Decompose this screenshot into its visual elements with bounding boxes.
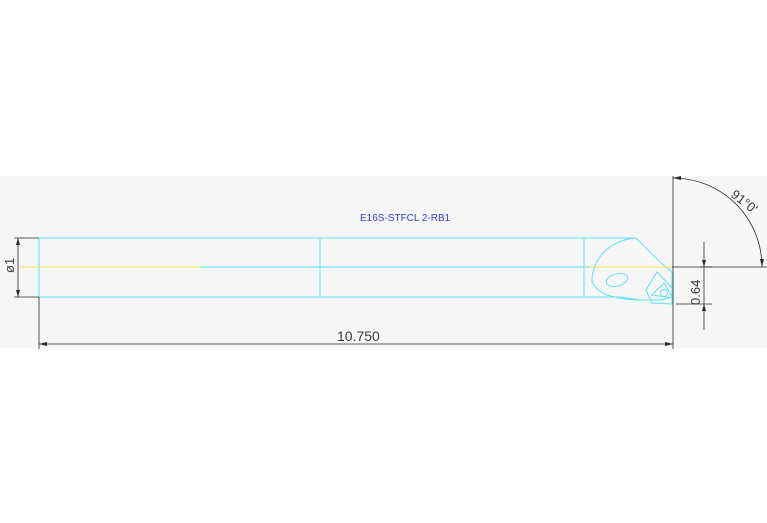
clamp-screw-slot: [605, 273, 629, 287]
offset-dimension: 0.64: [672, 242, 712, 330]
part-number-label: E16S-STFCL 2-RB1: [360, 213, 451, 224]
overall-length-value: 10.750: [337, 328, 380, 344]
length-dimension: 10.750: [38, 297, 674, 349]
drawing-background-band: [0, 176, 767, 348]
insert-screw-icon: [660, 289, 668, 297]
diameter-dimension: ø1: [2, 237, 39, 298]
diameter-value: ø1: [2, 258, 17, 273]
head-curve: [591, 237, 641, 301]
offset-value: 0.64: [688, 280, 703, 305]
